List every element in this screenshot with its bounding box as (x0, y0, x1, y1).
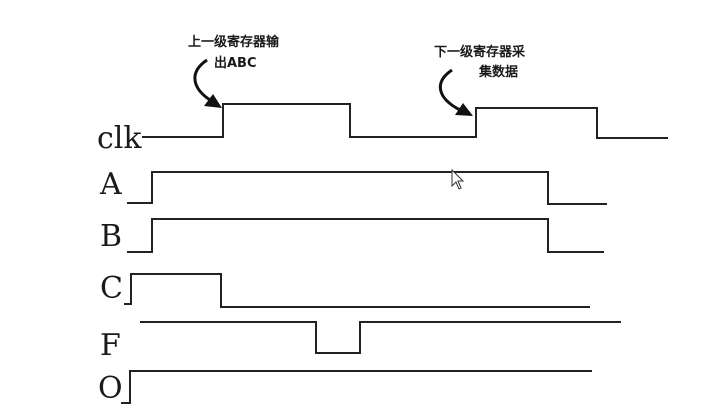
mouse-cursor-icon (451, 168, 465, 190)
annotation-upper-arrow (193, 58, 211, 102)
annotation-lower-line1: 下一级寄存器采 (434, 44, 526, 60)
annotation-lower-arrow (439, 68, 461, 112)
signal-label-o: O (98, 371, 123, 406)
annotation-lower-line2: 集数据 (478, 64, 518, 80)
annotation-lower-arrowhead (455, 103, 473, 116)
waveform-c (124, 273, 590, 308)
signal-label-clk: clk (97, 121, 142, 156)
waveform-f (140, 321, 621, 354)
waveform-b (127, 218, 604, 253)
annotation-upper-arrowhead (204, 94, 222, 108)
signal-label-c: C (100, 271, 123, 306)
signal-label-a: A (99, 167, 122, 202)
annotation-upper-line2: 出ABC (214, 55, 257, 71)
signal-label-b: B (100, 219, 122, 254)
waveform-a (127, 171, 607, 205)
waveform-o (121, 370, 592, 404)
waveform-clk (142, 103, 668, 139)
signal-label-f: F (100, 328, 121, 363)
annotation-upper-line1: 上一级寄存器输 (188, 34, 280, 50)
